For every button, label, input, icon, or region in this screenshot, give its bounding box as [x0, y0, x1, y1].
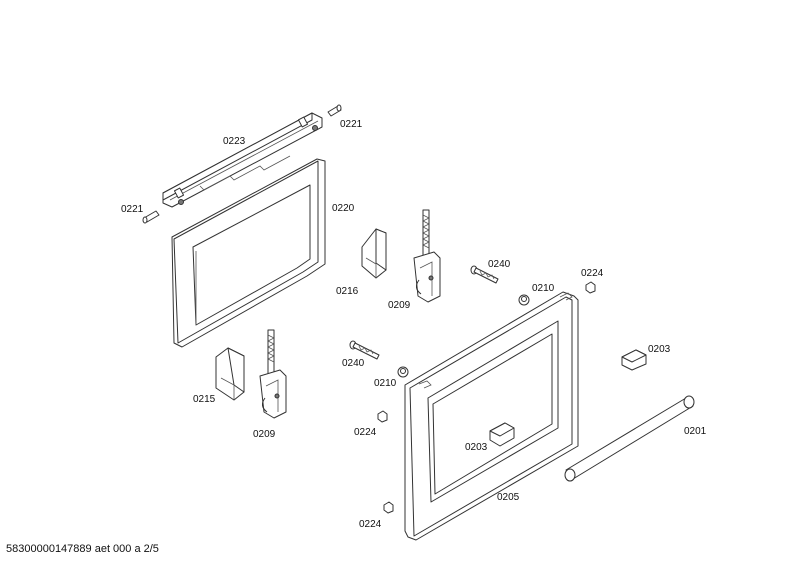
part-0209-hinge-lower [259, 329, 287, 419]
label-0215: 0215 [193, 394, 216, 405]
part-0240-screw-lower [349, 340, 380, 360]
label-0224-lower: 0224 [359, 519, 382, 530]
label-0209-lower: 0209 [253, 429, 276, 440]
label-0201: 0201 [684, 426, 707, 437]
label-0221-top: 0221 [340, 119, 363, 130]
part-0215-hinge-holder [215, 347, 245, 401]
part-0203-handle-block-door [489, 422, 515, 447]
part-0210-bushing-upper [518, 294, 530, 306]
label-0205: 0205 [497, 492, 520, 503]
label-0216: 0216 [336, 286, 359, 297]
label-0240-upper: 0240 [488, 259, 511, 270]
part-0210-bushing-lower [397, 366, 409, 378]
part-0209-hinge-upper [413, 209, 441, 303]
part-0203-handle-block-right [621, 349, 647, 371]
part-0224-clip-a [585, 281, 596, 294]
part-0205-door-frame [404, 291, 579, 541]
part-0221-pin-top [327, 104, 342, 117]
part-0223-top-rail [162, 112, 323, 208]
drawing-reference-footer: 58300000147889 aet 000 a 2/5 [6, 543, 159, 555]
part-0201-handle-bar [564, 395, 695, 482]
label-0209-upper: 0209 [388, 300, 411, 311]
label-0210-upper: 0210 [532, 283, 555, 294]
label-0203-right: 0203 [648, 344, 671, 355]
label-0240-lower: 0240 [342, 358, 365, 369]
label-0224-upper: 0224 [581, 268, 604, 279]
label-0220: 0220 [332, 203, 355, 214]
part-0224-clip-c [383, 501, 394, 514]
part-0224-clip-b [377, 410, 388, 423]
part-0221-pin-left [142, 210, 160, 224]
part-0220-glass-frame [171, 158, 326, 348]
label-0203-door: 0203 [465, 442, 488, 453]
label-0221-left: 0221 [121, 204, 144, 215]
part-0240-screw-upper [470, 265, 499, 284]
part-0216-hinge-holder [361, 228, 387, 279]
label-0210-lower: 0210 [374, 378, 397, 389]
label-0223: 0223 [223, 136, 246, 147]
label-0224-mid: 0224 [354, 427, 377, 438]
